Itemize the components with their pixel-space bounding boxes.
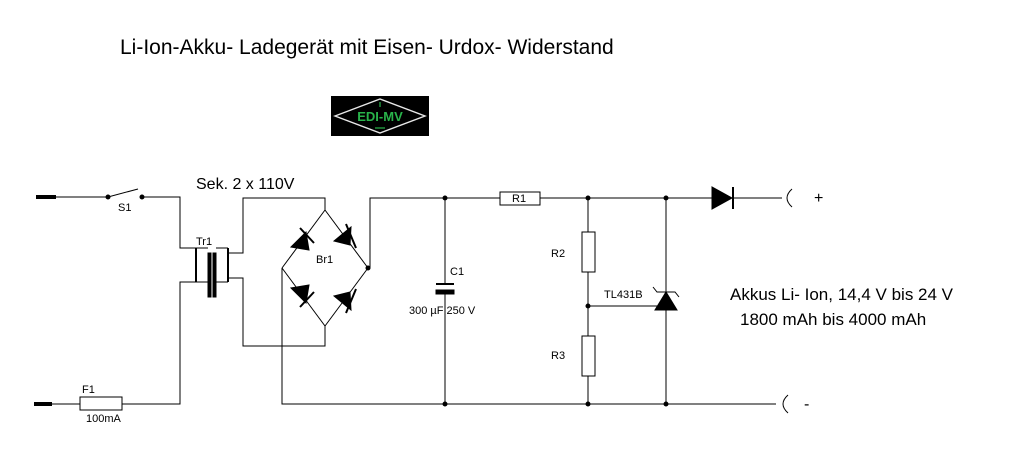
battery-spec-line1: Akkus Li- Ion, 14,4 V bis 24 V <box>730 285 954 304</box>
minus-terminal <box>782 394 789 414</box>
transformer-secondary-label: Sek. 2 x 110V <box>196 176 295 193</box>
fuse-rating-label: 100mA <box>86 413 122 425</box>
bridge-rectifier-br1 <box>281 209 371 327</box>
capacitor-c1 <box>435 283 455 295</box>
r1-label: R1 <box>512 193 526 205</box>
resistor-r2 <box>581 231 596 273</box>
switch-s1 <box>107 188 139 198</box>
switch-label: S1 <box>118 202 131 214</box>
battery-spec-line2: 1800 mAh bis 4000 mAh <box>740 310 926 329</box>
logo-diamond <box>333 98 427 134</box>
fuse-label: F1 <box>82 384 95 396</box>
page-title: Li-Ion-Akku- Ladegerät mit Eisen- Urdox-… <box>120 36 614 59</box>
bridge-label: Br1 <box>316 254 333 266</box>
transformer-tr1 <box>195 247 229 298</box>
regulator-label: TL431B <box>604 289 643 301</box>
capacitor-label: C1 <box>450 266 464 278</box>
r2-label: R2 <box>551 248 565 260</box>
fuse-f1 <box>79 396 123 411</box>
minus-label: - <box>804 396 809 413</box>
logo-text: EDI-MV <box>357 109 403 124</box>
output-diode <box>711 186 734 210</box>
r3-label: R3 <box>551 350 565 362</box>
plus-label: + <box>814 190 823 207</box>
resistor-r3 <box>581 335 596 377</box>
transformer-label: Tr1 <box>196 236 212 248</box>
capacitor-value-label: 300 µF 250 V <box>409 305 476 317</box>
edi-mv-logo: EDI-MV <box>331 96 429 136</box>
plus-terminal <box>786 188 793 208</box>
